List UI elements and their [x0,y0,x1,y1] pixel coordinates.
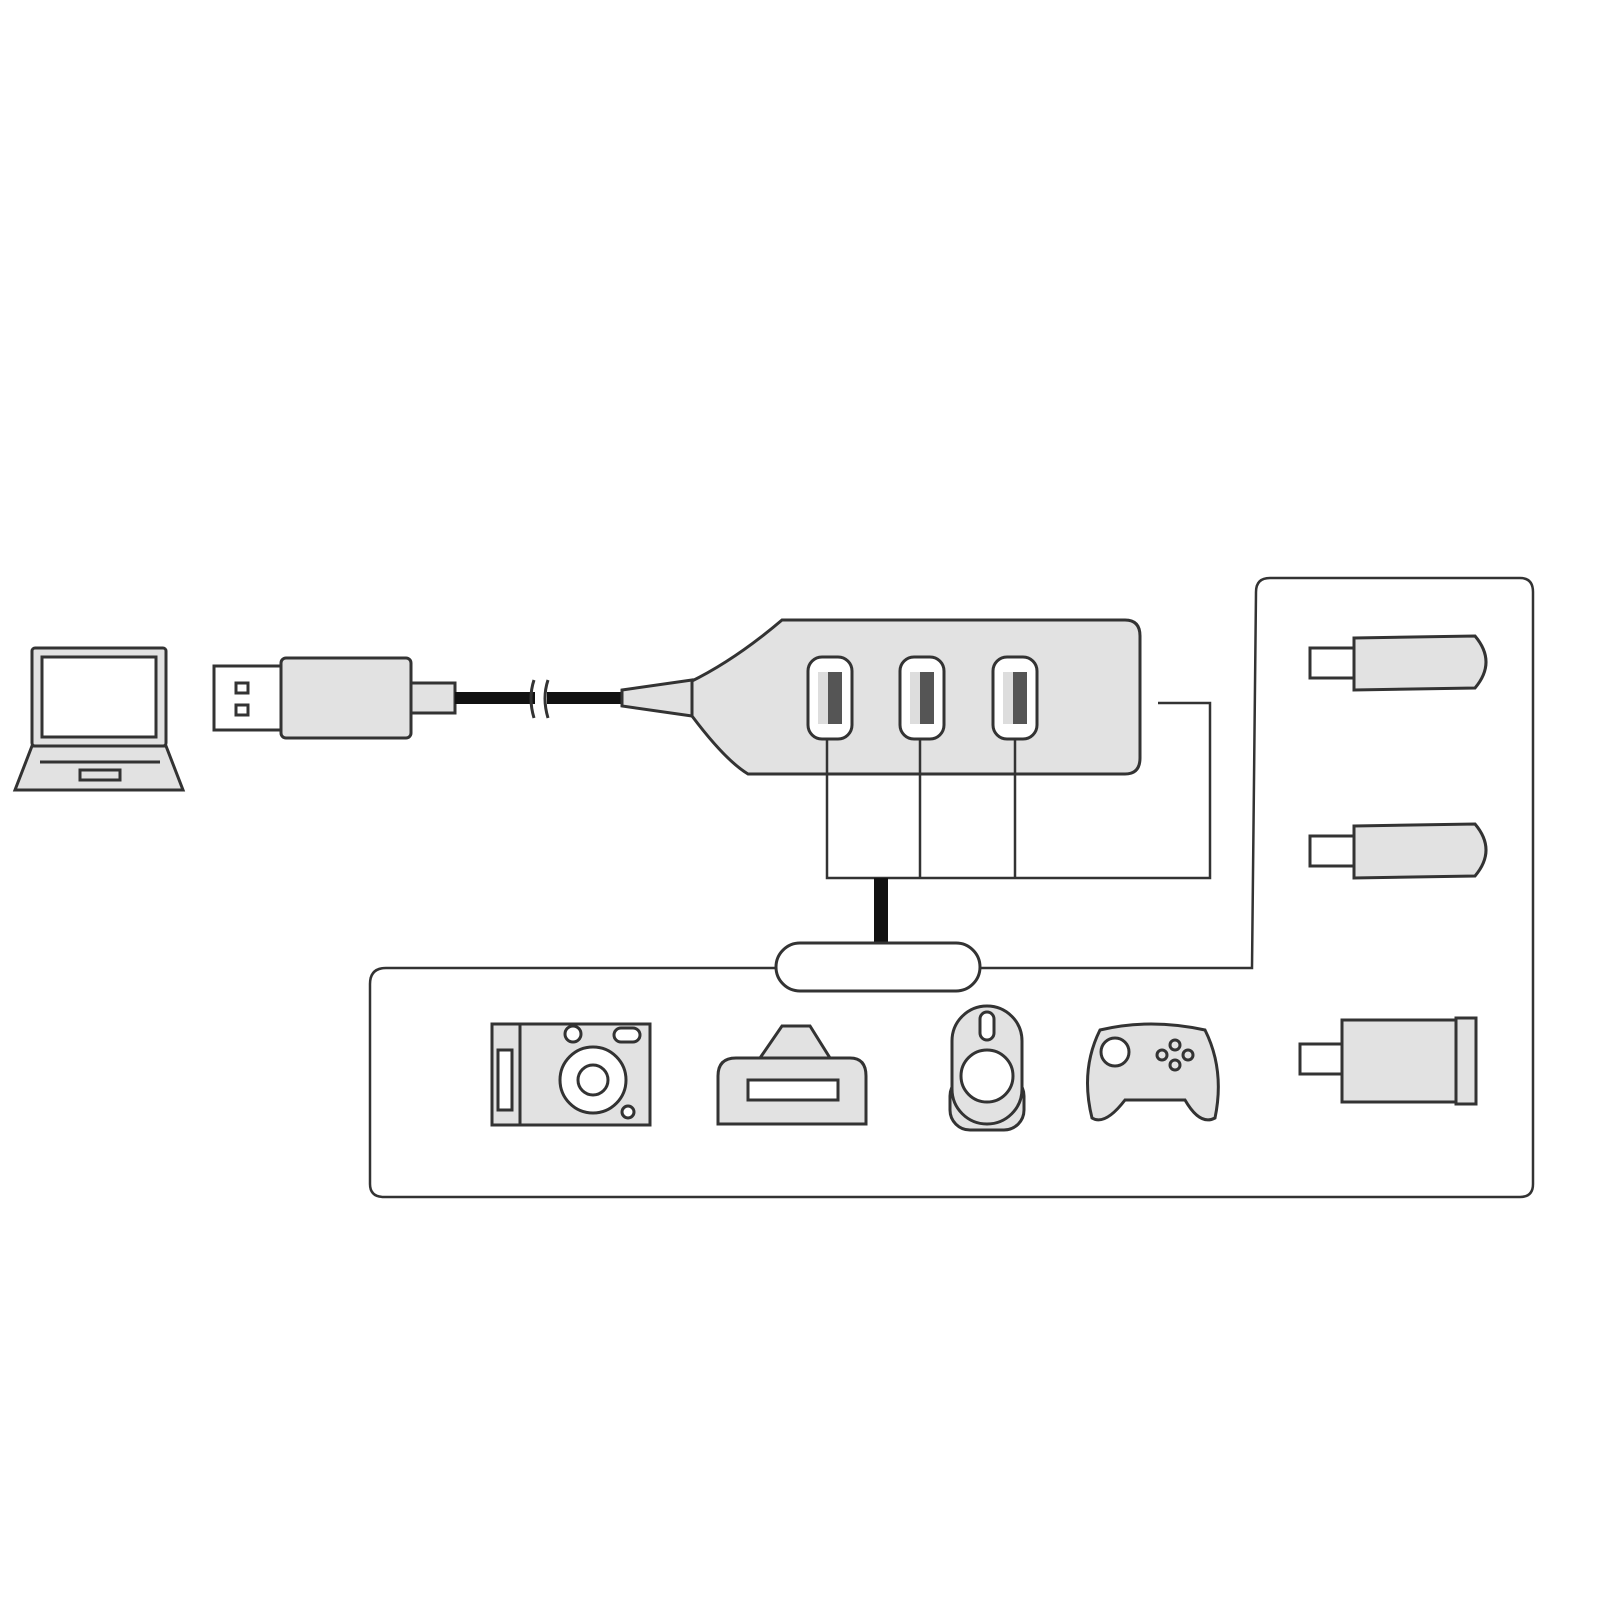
usb-plug-icon [212,656,457,740]
device-group-frame [368,576,1535,1199]
port-connection-lines [825,701,1212,944]
camera-icon [490,1022,652,1127]
hub-port-3 [991,655,1039,741]
printer-icon [716,1024,868,1126]
usb-hub [620,618,1142,776]
gamepad-icon [1086,1022,1220,1122]
card-reader-icon [1298,1016,1478,1106]
usb-flash-drive-icon [1308,634,1488,692]
mouse-icon [948,1004,1026,1132]
connector-pill [774,941,982,993]
usb-cable [455,679,625,719]
hub-port-2 [898,655,946,741]
hub-port-1 [806,655,854,741]
usb-flash-drive-icon [1308,822,1488,880]
laptop-icon [12,646,186,792]
